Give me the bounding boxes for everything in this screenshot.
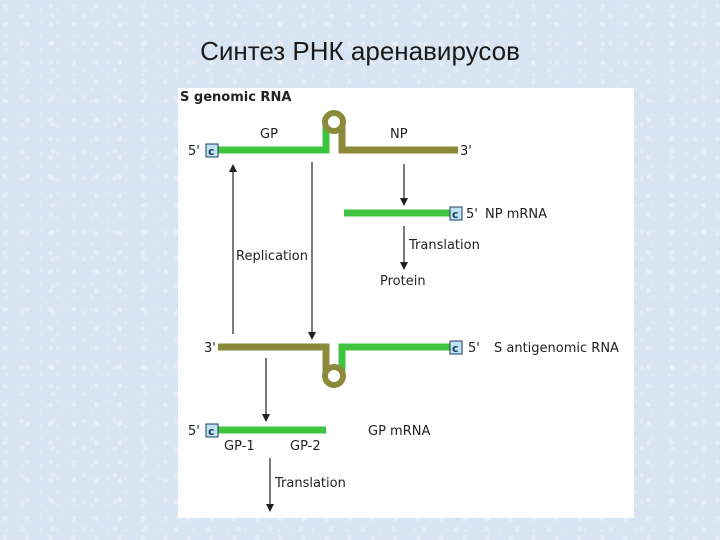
three-prime-top: 3' xyxy=(460,144,472,159)
np-segment-bottom xyxy=(218,343,330,371)
cap-label-antigenomic: c xyxy=(452,342,459,355)
rna-synthesis-diagram: S genomic RNA c 5' 3' GP NP c 5' NP mRNA… xyxy=(180,90,619,512)
cap-label-top: c xyxy=(208,145,215,158)
cap-icon xyxy=(205,143,219,158)
np-protein-label: Protein xyxy=(380,274,426,289)
five-prime-antigenomic: 5' xyxy=(468,341,480,356)
np-segment-top xyxy=(338,126,458,154)
gp-label: GP xyxy=(260,127,278,142)
gp1-label: GP-1 xyxy=(224,439,255,454)
three-prime-antigenomic: 3' xyxy=(204,341,216,356)
gp-mrna-label: GP mRNA xyxy=(368,424,430,439)
cap-icon xyxy=(449,340,463,355)
gp-segment-top xyxy=(218,126,330,154)
np-mrna-label: NP mRNA xyxy=(485,207,547,222)
cap-icon xyxy=(449,206,463,221)
np-label: NP xyxy=(390,127,408,142)
hairpin-loop-bottom xyxy=(322,364,346,388)
gp2-label: GP-2 xyxy=(290,439,321,454)
slide-title: Синтез РНК аренавирусов xyxy=(200,36,520,66)
gp-translation-label: Translation xyxy=(274,476,346,491)
cap-label-gp: c xyxy=(208,425,215,438)
s-antigenomic-label: S antigenomic RNA xyxy=(494,341,619,356)
five-prime-top: 5' xyxy=(188,144,200,159)
five-prime-gp: 5' xyxy=(188,424,200,439)
cap-label-np: c xyxy=(452,208,459,221)
gp-segment-bottom xyxy=(338,343,450,371)
hairpin-loop-top xyxy=(322,110,346,134)
five-prime-np: 5' xyxy=(466,207,478,222)
s-genomic-rna-strand xyxy=(218,110,458,154)
np-translation-label: Translation xyxy=(408,238,480,253)
replication-label: Replication xyxy=(236,249,308,264)
s-genomic-rna-label: S genomic RNA xyxy=(180,90,291,105)
s-antigenomic-rna-strand xyxy=(218,343,450,388)
diagram-panel: S genomic RNA c 5' 3' GP NP c 5' NP mRNA… xyxy=(178,88,634,518)
cap-icon xyxy=(205,423,219,438)
